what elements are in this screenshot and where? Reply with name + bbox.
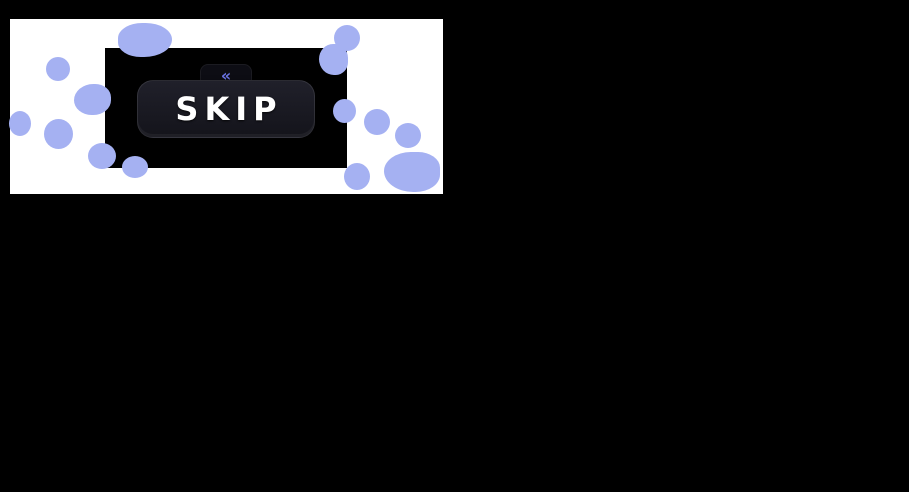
double-chevron-left-icon: « bbox=[220, 65, 232, 85]
ad-panel: « SKIP bbox=[10, 19, 443, 194]
skip-button-label: SKIP bbox=[175, 90, 283, 128]
skip-button[interactable]: SKIP bbox=[137, 80, 315, 138]
game-overlay: « SKIP bbox=[105, 48, 347, 168]
